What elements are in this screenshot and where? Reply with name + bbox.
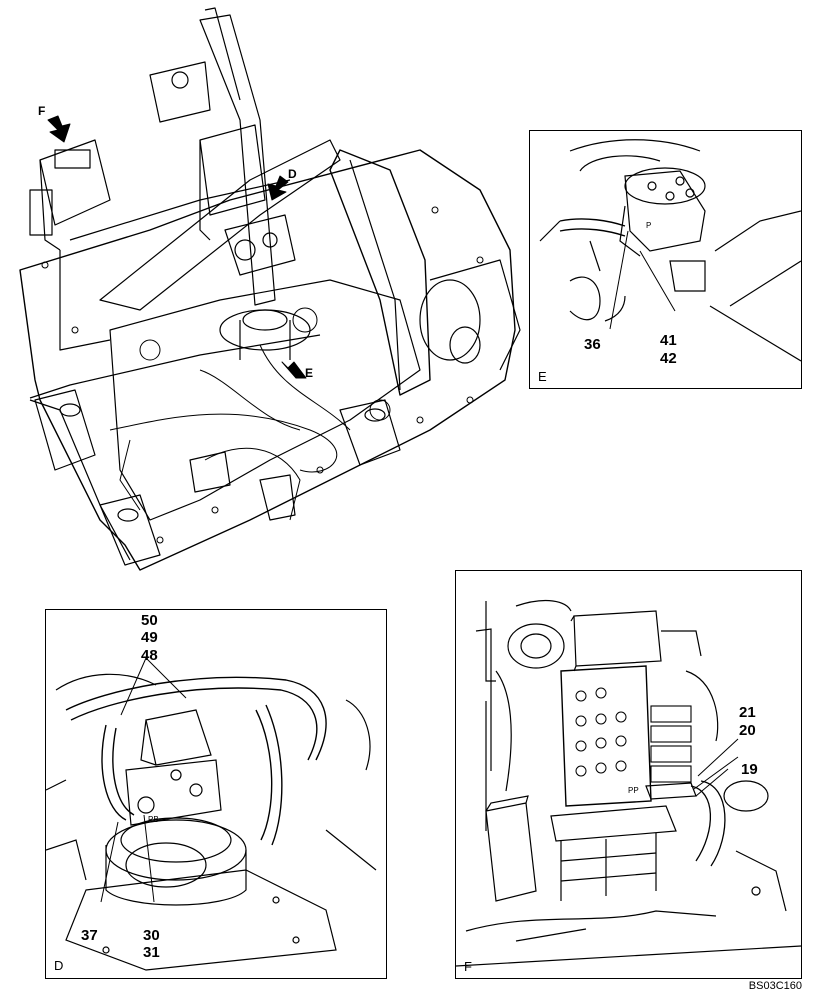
port-mark-pb: PB [148,815,159,824]
port-mark-p: P [646,221,652,230]
callout-37: 37 [81,927,98,944]
detail-d-drawing [46,657,377,971]
drawing-reference-code: BS03C160 [748,980,802,992]
view-arrow-d [267,175,289,201]
callout-49: 49 [141,629,158,646]
callout-31: 31 [143,944,160,961]
detail-e-label: E [538,369,547,384]
detail-f-drawing [456,599,801,967]
detail-f-label: F [464,959,472,974]
callout-21: 21 [739,704,756,721]
view-arrow-f [47,115,71,143]
callout-48: 48 [141,647,158,664]
callout-42: 42 [660,350,677,367]
detail-d-panel: PB 50 49 48 37 30 31 D [45,609,387,979]
detail-e-panel: P 36 41 42 E [529,130,802,389]
arrow-label-d: D [288,167,297,181]
detail-e-drawing [539,139,801,362]
arrow-label-e: E [305,366,314,380]
main-isometric-view [19,7,521,571]
detail-d-label: D [54,958,64,973]
view-arrow-e [281,361,307,379]
callout-20: 20 [739,722,756,739]
arrow-label-f: F [38,104,46,118]
detail-f-panel: PP 21 20 19 F [455,570,802,979]
callout-50: 50 [141,612,158,629]
callout-30: 30 [143,927,160,944]
port-mark-pp: PP [628,786,639,795]
callout-41: 41 [660,332,677,349]
callout-36: 36 [584,336,601,353]
callout-19: 19 [741,761,758,778]
